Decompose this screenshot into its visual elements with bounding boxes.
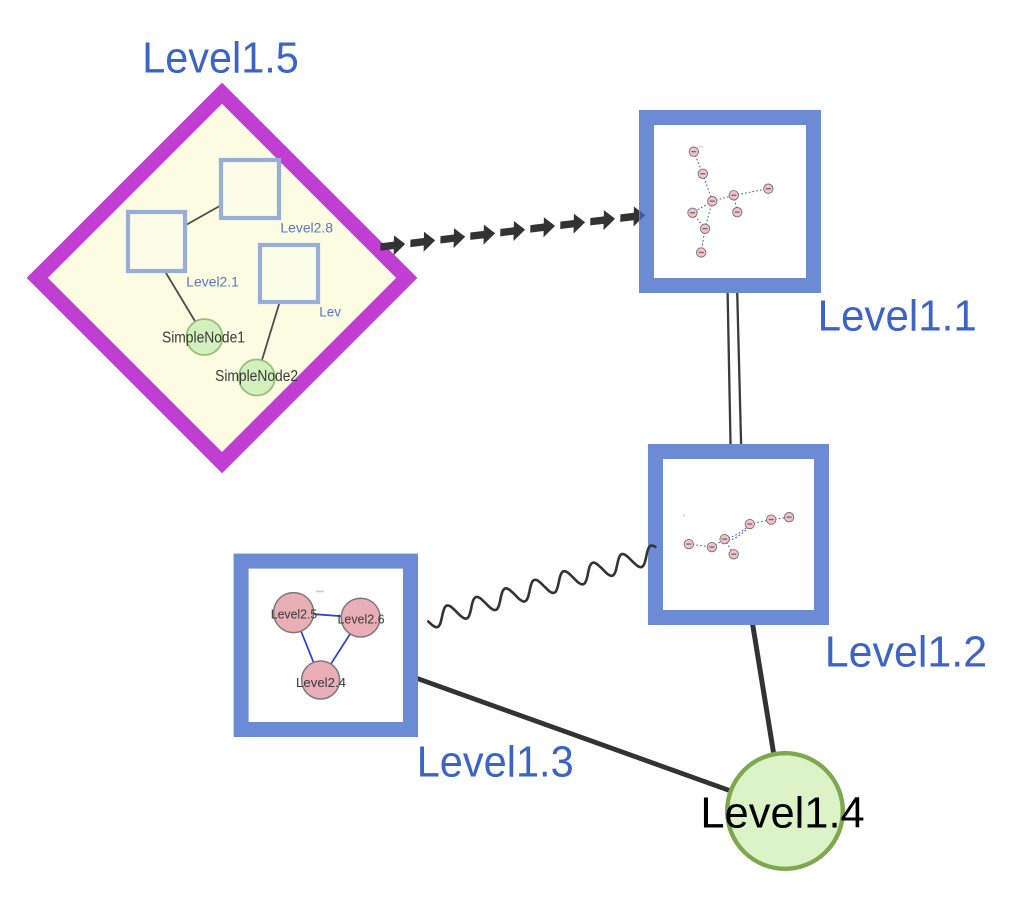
svg-text:Level2.8: Level2.8 <box>280 220 333 236</box>
svg-text:Level1.1: Level1.1 <box>818 293 977 341</box>
svg-text:Level2.4: Level2.4 <box>296 675 346 690</box>
svg-text:Level2.1: Level2.1 <box>186 275 239 291</box>
svg-text:SimpleNode1: SimpleNode1 <box>162 330 245 347</box>
svg-text:SimpleNode2: SimpleNode2 <box>215 368 298 385</box>
svg-text:Level2.5: Level2.5 <box>271 607 318 622</box>
svg-text:Lev: Lev <box>319 305 342 321</box>
svg-text:Level1.4: Level1.4 <box>700 789 864 837</box>
svg-text:Level1.5: Level1.5 <box>142 35 299 83</box>
svg-text:Level1.3: Level1.3 <box>417 738 574 786</box>
svg-text:Level1.2: Level1.2 <box>825 628 987 676</box>
svg-text:Level2.6: Level2.6 <box>338 612 385 627</box>
